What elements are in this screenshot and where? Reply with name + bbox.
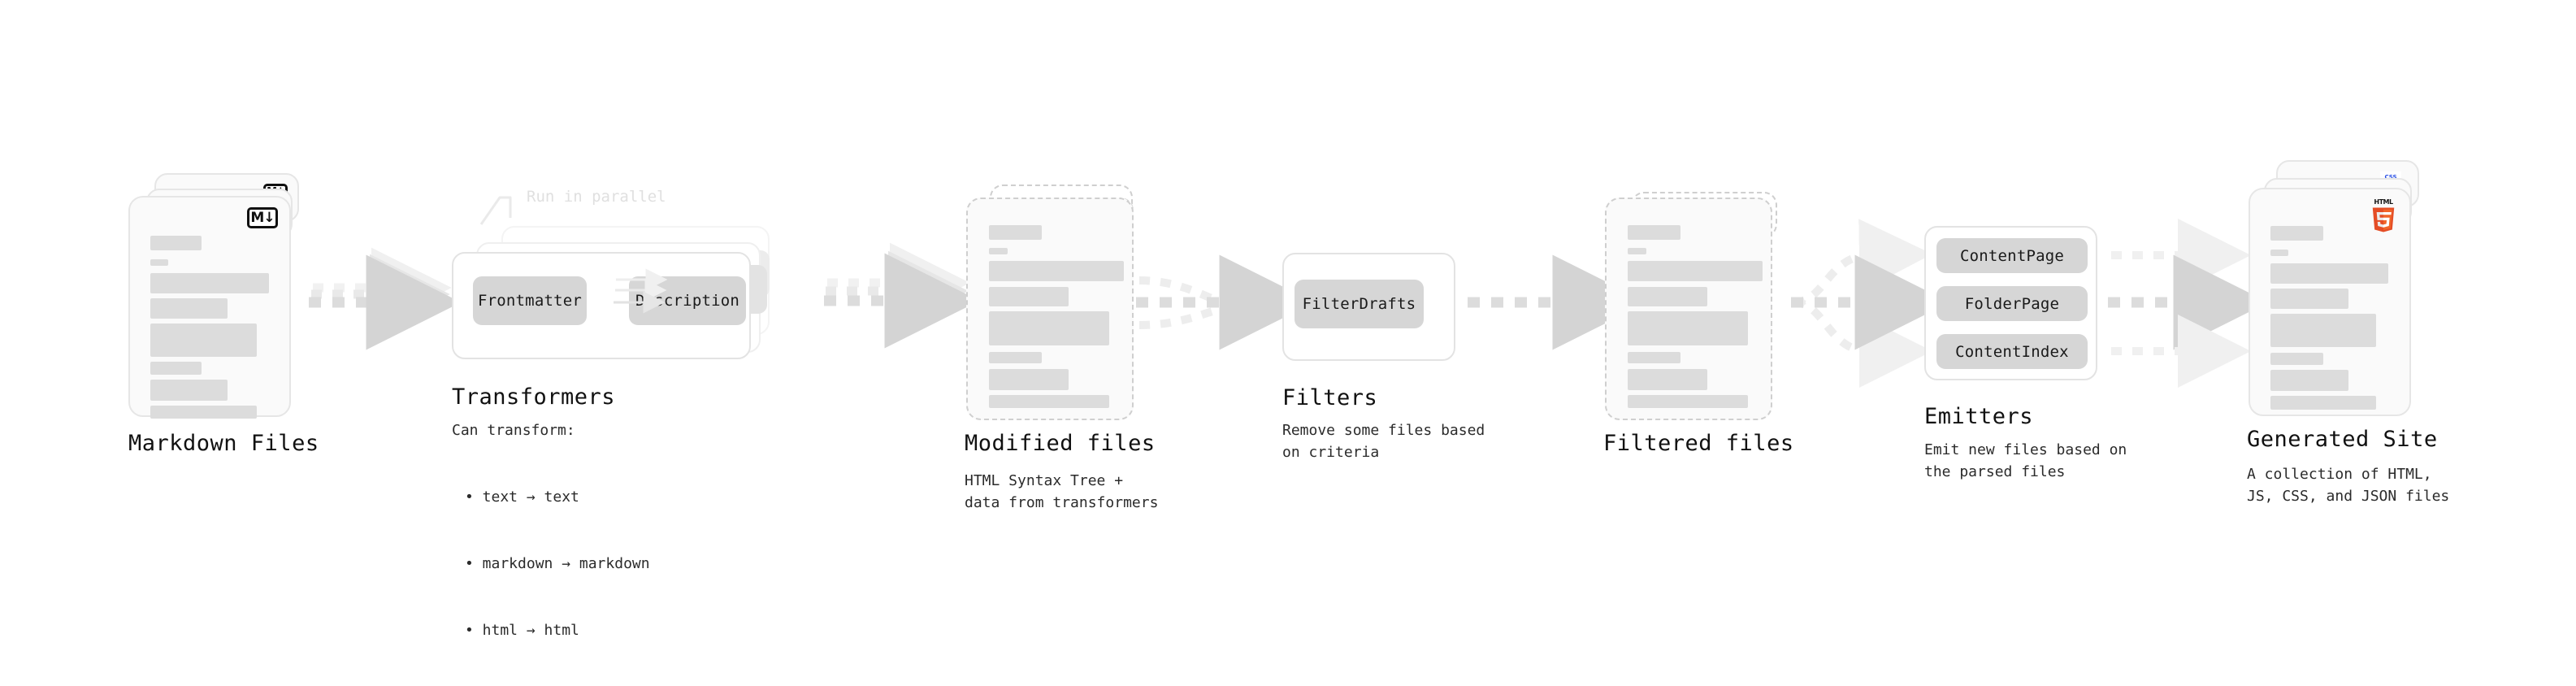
skeleton-line	[150, 298, 228, 319]
stage-title-filters: Filters	[1282, 385, 1378, 410]
skeleton-line	[1628, 395, 1748, 408]
css-badge-label: CSS	[2384, 173, 2397, 180]
skeleton-line	[989, 248, 1008, 254]
skeleton-line	[989, 261, 1124, 281]
filters-subtitle: Remove some files based on criteria	[1282, 422, 1485, 462]
emitter-pill-folderpage[interactable]: FolderPage	[1936, 286, 2088, 321]
modified-files-subtitle: HTML Syntax Tree + data from transformer…	[965, 472, 1159, 512]
filter-pill-filterdrafts[interactable]: FilterDrafts	[1295, 280, 1424, 328]
run-in-parallel-note: Run in parallel	[527, 188, 666, 206]
stage-title-emitters: Emitters	[1924, 404, 2034, 429]
skeleton-line	[989, 311, 1109, 345]
emitter-pill-contentindex[interactable]: ContentIndex	[1936, 334, 2088, 369]
stage-title-generated-site: Generated Site	[2247, 427, 2438, 452]
stage-title-modified-files: Modified files	[965, 431, 1156, 456]
connector-emitters-to-site	[2108, 219, 2269, 388]
skeleton-line	[989, 225, 1042, 240]
skeleton-line	[989, 352, 1042, 363]
run-in-parallel-leader	[479, 196, 512, 225]
stage-title-filtered-files: Filtered files	[1603, 431, 1794, 456]
transformer-pill-description[interactable]: Description	[629, 276, 746, 325]
skeleton-line	[1628, 287, 1707, 306]
skeleton-line	[989, 369, 1069, 390]
stage-title-markdown-files: Markdown Files	[128, 431, 319, 456]
emitter-pill-contentpage[interactable]: ContentPage	[1936, 238, 2088, 273]
connector-md-to-transformers	[309, 247, 462, 350]
transformers-bullet-markdown: • markdown → markdown	[465, 554, 650, 572]
skeleton-line	[1628, 352, 1680, 363]
skeleton-line	[150, 323, 257, 357]
skeleton-line	[150, 273, 269, 293]
generated-site-subtitle: A collection of HTML, JS, CSS, and JSON …	[2247, 466, 2450, 506]
skeleton-line	[1628, 369, 1707, 390]
skeleton-line	[1628, 225, 1680, 240]
skeleton-line	[2270, 396, 2376, 410]
skeleton-line	[2270, 370, 2348, 391]
skeleton-line	[989, 287, 1069, 306]
skeleton-line	[1628, 248, 1646, 254]
site-card-front[interactable]: HTML	[2249, 188, 2411, 416]
skeleton-line	[2270, 263, 2388, 284]
modified-card-front[interactable]	[966, 198, 1134, 420]
skeleton-line	[2270, 314, 2376, 347]
skeleton-line	[2270, 353, 2323, 365]
stage-title-transformers: Transformers	[452, 384, 616, 410]
connector-transformers-to-modified	[824, 242, 980, 349]
markdown-card-front[interactable]: M↓	[128, 196, 291, 419]
skeleton-line	[150, 406, 257, 419]
skeleton-line	[2270, 289, 2348, 309]
filters-group[interactable]: FilterDrafts	[1282, 253, 1455, 361]
connector-modified-to-filters	[1136, 254, 1315, 350]
html5-wordmark-text: HTML	[2374, 198, 2393, 206]
skeleton-line	[989, 395, 1109, 408]
html5-logo: HTML	[2369, 198, 2398, 232]
transformer-pill-frontmatter[interactable]: Frontmatter	[473, 276, 587, 325]
skeleton-line	[1628, 311, 1748, 345]
emitters-group[interactable]: ContentPage FolderPage ContentIndex	[1924, 226, 2097, 380]
skeleton-line	[2270, 250, 2288, 256]
transformers-bullet-text: • text → text	[465, 488, 579, 506]
transformers-subtitle: Can transform:	[452, 422, 575, 439]
transformers-group-front[interactable]: Frontmatter Description	[452, 252, 751, 359]
skeleton-line	[2270, 226, 2323, 241]
transformers-bullet-html: • html → html	[465, 621, 579, 639]
html5-logo-wordmark: HTML	[2369, 198, 2398, 206]
html5-shield-icon	[2372, 207, 2395, 232]
skeleton-line	[150, 362, 202, 375]
transformers-bullets: • text → text • markdown → markdown • ht…	[465, 441, 650, 686]
emitters-subtitle: Emit new files based on the parsed files	[1924, 441, 2127, 481]
skeleton-line	[150, 380, 228, 401]
filtered-card-front[interactable]	[1605, 198, 1772, 420]
skeleton-line	[150, 259, 168, 266]
connector-filtered-to-emitters	[1791, 219, 1950, 388]
skeleton-line	[1628, 261, 1763, 281]
skeleton-line	[150, 236, 202, 250]
markdown-badge: M↓	[247, 207, 278, 228]
